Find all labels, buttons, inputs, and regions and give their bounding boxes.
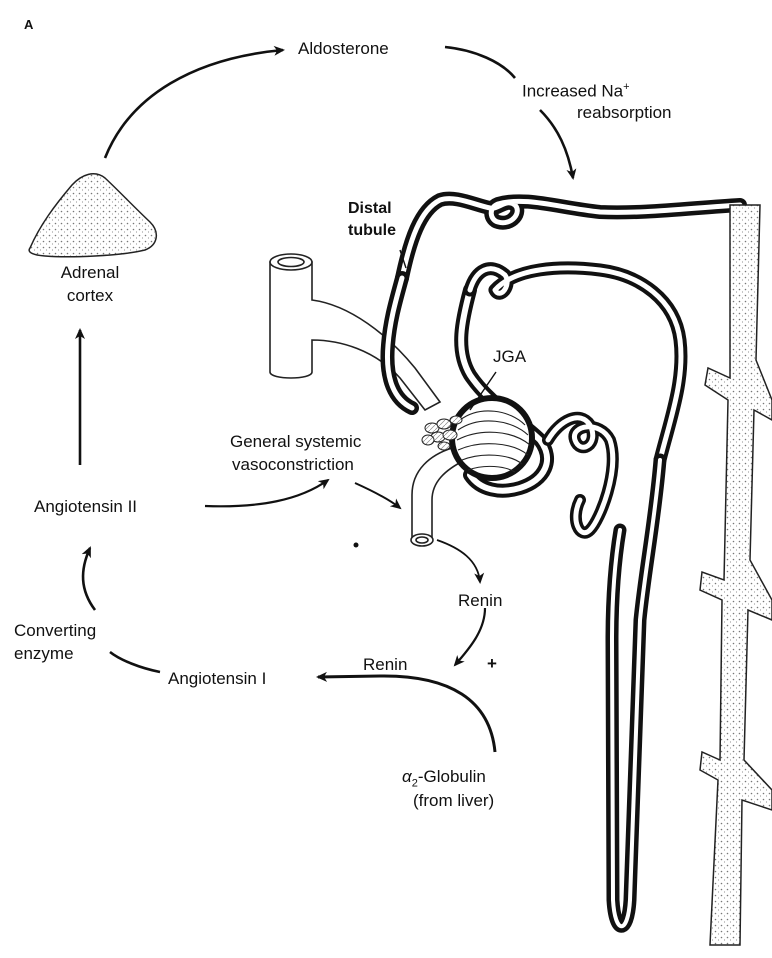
arrow-aldosterone-to-na bbox=[445, 47, 515, 78]
label-general-systemic: General systemic bbox=[230, 431, 361, 452]
label-reabsorption: reabsorption bbox=[577, 102, 672, 123]
label-tubule: tubule bbox=[348, 220, 396, 241]
arrow-renin-to-reaction bbox=[455, 608, 485, 665]
nephron-tubule bbox=[387, 199, 740, 927]
stray-dot bbox=[354, 543, 359, 548]
label-adrenal: Adrenal bbox=[50, 262, 130, 283]
arrow-arteriole-to-renin bbox=[437, 540, 480, 582]
label-aldosterone: Aldosterone bbox=[298, 38, 389, 59]
arrow-angiotensin-ii-to-vasoconstriction bbox=[205, 480, 328, 506]
label-jga: JGA bbox=[493, 346, 526, 367]
label-angiotensin-ii: Angiotensin II bbox=[34, 496, 137, 517]
panel-letter: A bbox=[24, 14, 33, 35]
label-plus-sign: + bbox=[487, 653, 497, 674]
glomerulus bbox=[452, 398, 532, 478]
label-converting: Converting bbox=[14, 620, 96, 641]
label-globulin-alpha: α bbox=[402, 767, 412, 786]
afferent-arteriole bbox=[270, 254, 440, 410]
adrenal-cortex-shape bbox=[29, 174, 156, 257]
label-globulin-text: -Globulin bbox=[418, 767, 486, 786]
arrow-globulin-to-angiotensin-i bbox=[318, 676, 495, 752]
label-distal: Distal bbox=[348, 198, 392, 219]
label-na-superscript: + bbox=[623, 81, 629, 93]
arrow-converting-to-angiotensin-ii bbox=[83, 548, 95, 610]
arrow-angiotensin-i-to-converting bbox=[110, 652, 160, 672]
arrow-vasoconstriction-to-arteriole bbox=[355, 483, 400, 508]
label-renin-lower: Renin bbox=[363, 654, 407, 675]
label-vasoconstriction: vasoconstriction bbox=[232, 454, 354, 475]
label-cortex: cortex bbox=[50, 285, 130, 306]
label-enzyme: enzyme bbox=[14, 643, 74, 664]
label-increased-na: Increased Na+ bbox=[522, 77, 630, 102]
label-renin-upper: Renin bbox=[458, 590, 502, 611]
label-from-liver: (from liver) bbox=[413, 790, 494, 811]
collecting-duct bbox=[700, 205, 772, 945]
arrow-adrenal-to-aldosterone bbox=[105, 50, 283, 158]
label-increased-na-text: Increased Na bbox=[522, 82, 623, 101]
arrow-na-to-tubule bbox=[540, 110, 573, 178]
label-angiotensin-i: Angiotensin I bbox=[168, 668, 266, 689]
